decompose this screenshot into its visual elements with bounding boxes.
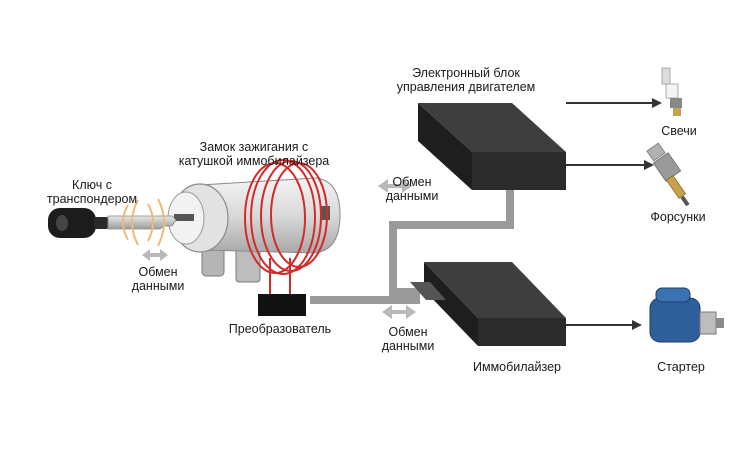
upper-exchange-label-line-2: данными: [386, 189, 439, 203]
key-label-line-2: транспондером: [47, 192, 137, 206]
key-exchange-label-line-1: Обмен: [138, 265, 177, 279]
transponder-key: [48, 208, 177, 238]
key-exchange-arrow: [142, 249, 168, 261]
ecu-label-line-2: управления двигателем: [397, 80, 536, 94]
starter-icon: [649, 287, 724, 343]
lower-exchange-label-line-2: данными: [382, 339, 435, 353]
converter-label: Преобразователь: [229, 322, 331, 336]
immobilizer-block: [410, 262, 566, 346]
starter-label: Стартер: [657, 360, 705, 374]
immobilizer-label: Иммобилайзер: [473, 360, 561, 374]
ecu-block: [418, 103, 566, 190]
key-exchange-label-line-2: данными: [132, 279, 185, 293]
data-cable-ecu: [389, 190, 514, 296]
converter-box: [258, 294, 306, 316]
lower-exchange-arrow: [382, 305, 416, 319]
lock-label-line-2: катушкой иммобилайзера: [179, 154, 330, 168]
injectors-label: Форсунки: [650, 210, 705, 224]
ignition-lock: [167, 159, 341, 283]
spark-plug-icon: [661, 67, 682, 116]
transponder-waves: [122, 198, 165, 247]
upper-exchange-label-line-1: Обмен: [392, 175, 431, 189]
lower-exchange-label-line-1: Обмен: [388, 325, 427, 339]
lock-label-line-1: Замок зажигания с: [200, 140, 309, 154]
spark-plugs-label: Свечи: [661, 124, 697, 138]
coil-wires: [269, 258, 291, 296]
upper-exchange-arrow: [378, 179, 412, 193]
injector-icon: [646, 142, 690, 207]
key-label-line-1: Ключ с: [72, 178, 112, 192]
ecu-label-line-1: Электронный блок: [412, 66, 520, 80]
